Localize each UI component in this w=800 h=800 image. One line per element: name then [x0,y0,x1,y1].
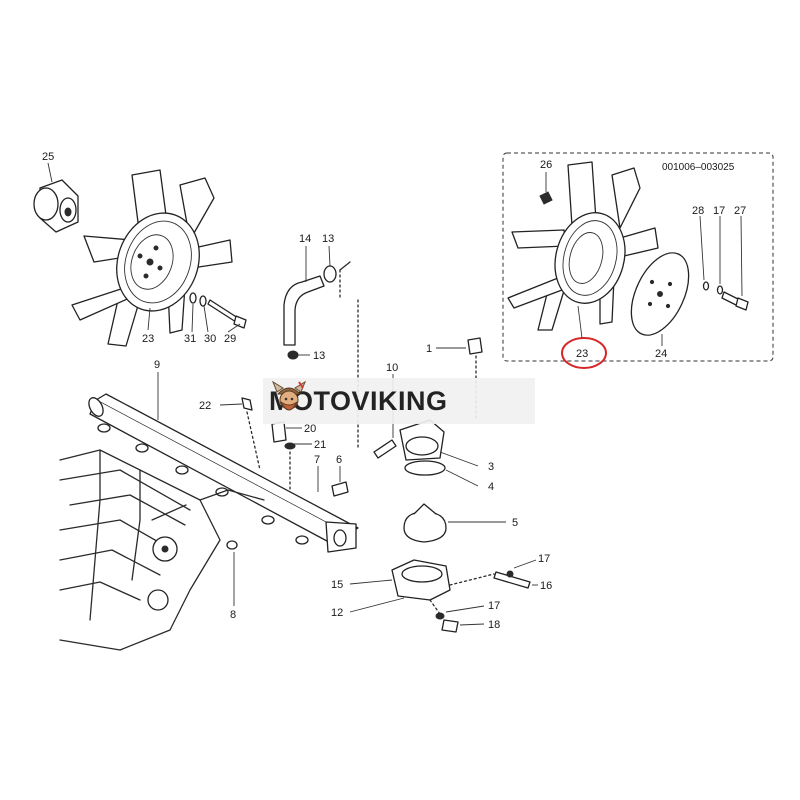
engine-block [59,449,265,651]
callout-labels: 001006–003025 25 23 31 30 29 14 13 13 26… [42,151,746,631]
callout-4: 4 [488,481,494,493]
callout-22: 22 [199,400,211,412]
callout-12: 12 [331,607,343,619]
callout-25: 25 [42,151,54,163]
callout-18: 18 [488,619,500,631]
inset-plate [630,252,690,346]
serial-range-label: 001006–003025 [662,162,735,173]
callout-17-inset: 17 [713,205,725,217]
left-fan-assembly [33,162,247,347]
viking-logo-icon [271,380,307,411]
callout-8: 8 [230,609,236,621]
callout-9: 9 [154,359,160,371]
fan-bolt-washers [189,292,247,329]
callout-30: 30 [204,333,216,345]
callout-29: 29 [224,333,236,345]
callout-3: 3 [488,461,494,473]
watermark-banner: MOTOVIKING [263,378,535,424]
highlight-circle [561,337,607,369]
callout-20: 20 [304,423,316,435]
fan-spacer-part [33,179,79,233]
callout-21: 21 [314,439,326,451]
callout-15: 15 [331,579,343,591]
callout-31: 31 [184,333,196,345]
callout-16: 16 [540,580,552,592]
callout-23-inset: 23 [576,348,588,360]
bypass-hose-assembly [283,245,351,360]
callout-13-bottom: 13 [313,350,325,362]
callout-27: 27 [734,205,746,217]
callout-10: 10 [386,362,398,374]
thermostat-assembly [349,299,538,633]
callout-17-right: 17 [538,553,550,565]
callout-28: 28 [692,205,704,217]
fan-hub [116,212,200,312]
inset-fan [507,161,659,331]
inset-variant-box [502,152,774,369]
callout-6: 6 [336,454,342,466]
callout-13-top: 13 [322,233,334,245]
pipe-fittings [219,397,349,497]
callout-24: 24 [655,348,667,360]
callout-17-lower: 17 [488,600,500,612]
callout-23-left: 23 [142,333,154,345]
callout-7: 7 [314,454,320,466]
water-pipe [88,372,359,606]
callout-1: 1 [426,343,432,355]
callout-5: 5 [512,517,518,529]
callout-14: 14 [299,233,311,245]
callout-26: 26 [540,159,552,171]
